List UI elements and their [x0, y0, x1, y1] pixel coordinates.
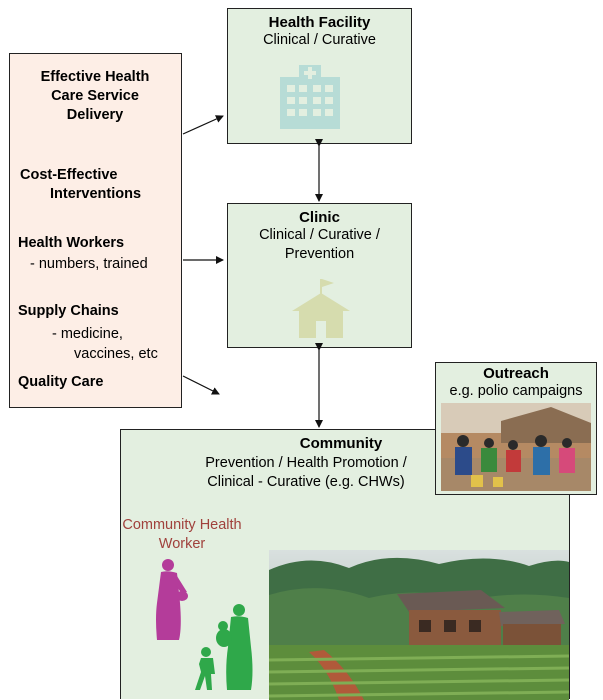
family-icon: [195, 604, 253, 690]
clinic-subtitle-line2: Prevention: [284, 246, 355, 262]
clinic-box: Clinic Clinical / Curative / Prevention: [227, 203, 412, 348]
factor-supply-chains-sub: - medicine,vaccines, etc: [52, 326, 158, 362]
outreach-box: Outreach e.g. polio campaigns: [435, 362, 597, 495]
hospital-icon: [280, 65, 340, 129]
community-subtitle-line1: Prevention / Health Promotion /: [205, 455, 407, 471]
health-facility-title: Health Facility: [268, 14, 371, 31]
factor-service-delivery: Effective Health Care Service Delivery: [40, 69, 150, 123]
outreach-subtitle: e.g. polio campaigns: [449, 383, 583, 399]
factor-health-workers: Health Workers: [18, 235, 125, 251]
clinic-title: Clinic: [299, 209, 340, 226]
health-facility-box: Health Facility Clinical / Curative: [227, 8, 412, 144]
factor-health-workers-sub: - numbers, trained: [30, 256, 148, 272]
clinic-subtitle-line1: Clinical / Curative /: [259, 227, 380, 243]
school-house-icon: [292, 279, 350, 338]
polio-campaign-photo: [441, 403, 591, 491]
community-box: Community Prevention / Health Promotion …: [120, 429, 570, 700]
village-house-photo: [269, 550, 569, 700]
health-facility-subtitle: Clinical / Curative: [263, 32, 376, 48]
factors-panel: Effective Health Care Service Delivery C…: [9, 53, 182, 408]
factor-supply-chains: Supply Chains: [18, 303, 119, 319]
chw-label-line2: Worker: [158, 536, 206, 552]
chw-label-line1: Community Health: [122, 517, 242, 533]
arrow-service-to-facility: [182, 115, 224, 135]
community-subtitle-line2: Clinical - Curative (e.g. CHWs): [207, 474, 405, 490]
community-health-worker-icon: [156, 559, 188, 640]
outreach-title: Outreach: [483, 365, 549, 382]
arrow-quality-to-community: [182, 375, 220, 395]
factor-quality-care: Quality Care: [18, 374, 104, 390]
community-title: Community: [299, 435, 383, 452]
